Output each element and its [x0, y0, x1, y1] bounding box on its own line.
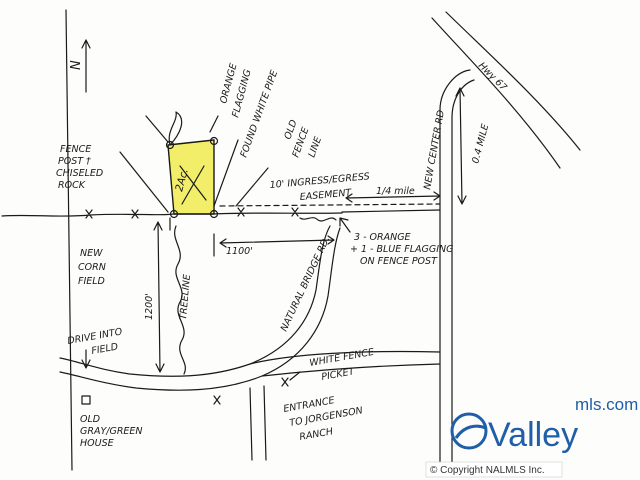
new-center-road: [439, 69, 471, 471]
brand-logo-big: Valley: [488, 416, 578, 454]
label-hwy-67: Hwy 67: [476, 60, 509, 93]
white-fence-x-marks: [281, 377, 289, 387]
distance-04-arrow: [455, 87, 467, 205]
hwy-67-road: [431, 17, 561, 169]
orange-flag-icon: [168, 111, 183, 146]
leader-orange-flagging: [209, 115, 219, 133]
label-field: FIELD: [78, 276, 105, 287]
leader-orange-flag-corner: [145, 115, 169, 143]
label-treeline: TREELINE: [178, 274, 193, 320]
parcel-cross: [179, 165, 207, 205]
label-1200: 1200': [144, 293, 155, 320]
new-center-road-edge: [451, 79, 475, 471]
copyright-box: [425, 461, 563, 478]
parcel-label: 2Ac.: [173, 167, 191, 192]
ranch-entrance-line-left: [249, 387, 253, 461]
label-fence-post-2: POST †: [58, 156, 91, 167]
lower-road: [261, 363, 441, 377]
treeline-squiggle: [174, 225, 186, 375]
label-picket: PICKET: [321, 366, 357, 383]
label-new: NEW: [80, 248, 103, 259]
north-label: N: [69, 60, 84, 70]
label-point-four-mile: 0.4 MILE: [470, 123, 491, 165]
dimension-1200: [153, 221, 165, 373]
label-fence-post-1: FENCE: [60, 144, 91, 155]
corner-marker-nw: [165, 140, 175, 150]
flagging-arrow: [339, 217, 351, 233]
fence-line: [1, 212, 343, 217]
ranch-x-mark: [213, 395, 221, 405]
label-ranch: RANCH: [299, 426, 334, 443]
north-arrow-icon: [81, 39, 91, 93]
old-fence-squiggle: [299, 217, 337, 222]
label-line: LINE: [306, 135, 324, 159]
brand-logo-swoosh: [454, 424, 487, 439]
fence-x-marks: [85, 207, 299, 219]
label-easement-1: 10' INGRESS/EGRESS: [269, 171, 370, 191]
hwy-67-road-edge: [445, 11, 581, 151]
label-fence-post-4: ROCK: [58, 180, 86, 191]
brand-logo: mls.com Valley: [450, 395, 638, 454]
parcel-highlight: [167, 139, 215, 215]
label-white-fence: WHITE FENCE: [309, 347, 375, 369]
corner-marker-ne: [209, 136, 219, 146]
label-new-center-rd: NEW CENTER RD: [422, 109, 447, 190]
white-fence-leader: [289, 371, 301, 381]
label-three-orange-2: + 1 - BLUE FLAGGING: [350, 244, 454, 255]
leader-fence-post: [119, 151, 169, 213]
leader-old-fence: [235, 167, 269, 207]
easement-line-top: [219, 203, 441, 207]
label-three-orange-3: ON FENCE POST: [360, 256, 438, 267]
label-old-house-3: HOUSE: [80, 438, 114, 449]
left-boundary-line: [65, 9, 73, 471]
label-three-orange-1: 3 - ORANGE: [354, 232, 411, 243]
lower-road-edge: [249, 350, 441, 365]
label-quarter-mile: 1/4 mile: [376, 186, 415, 197]
dimension-1100: [213, 233, 335, 257]
label-old-house-2: GRAY/GREEN: [80, 426, 143, 437]
brand-logo-icon: [450, 412, 488, 450]
label-1100: 1100': [226, 246, 253, 257]
brand-logo-small: mls.com: [575, 395, 638, 414]
label-corn: CORN: [78, 262, 106, 273]
copyright-text: © Copyright NALMLS Inc.: [430, 465, 545, 476]
label-easement-2: EASEMENT: [299, 187, 353, 203]
leader-white-pipe: [213, 139, 239, 207]
easement-line-bottom: [341, 209, 441, 213]
ranch-entrance-line-right: [263, 385, 267, 461]
label-drive-field: FIELD: [91, 341, 119, 357]
label-old-house-1: OLD: [80, 414, 100, 425]
label-fence-post-3: CHISELED: [56, 168, 103, 179]
old-house-icon: [81, 395, 91, 405]
drive-into-field-arrow: [81, 349, 91, 369]
